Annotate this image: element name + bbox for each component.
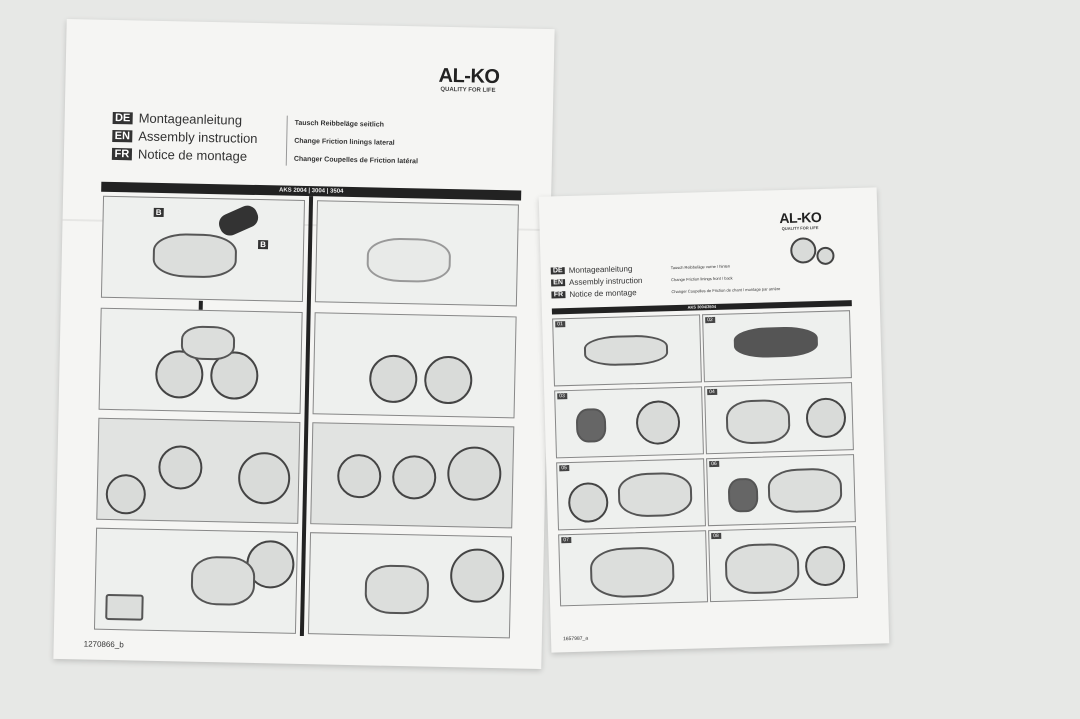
- subtitle-en: Change Friction linings front / back: [670, 275, 733, 283]
- step-number: 08: [711, 532, 721, 540]
- language-row-en: EN Assembly instruction: [551, 276, 643, 288]
- friction-pad-icon: [816, 246, 835, 266]
- handle-illustration: [215, 202, 262, 239]
- small-instruction-sheet: AL-KO QUALITY FOR LIFE DE Montageanleitu…: [538, 187, 890, 653]
- coupling-illustration: [364, 564, 430, 615]
- step-number: 01: [555, 321, 565, 328]
- logo-tagline: QUALITY FOR LIFE: [440, 86, 496, 94]
- detail-callout: [237, 451, 291, 505]
- alko-logo: AL-KO: [779, 208, 822, 227]
- document-number: 1270866_b: [83, 639, 124, 650]
- friction-pad-illustration: [575, 408, 607, 443]
- callout-b: B: [153, 207, 164, 218]
- lang-text: Montageanleitung: [568, 264, 633, 275]
- lang-code: EN: [112, 129, 133, 142]
- language-row-fr: FR Notice de montage: [551, 288, 637, 299]
- step-panel-left-3: [96, 417, 301, 524]
- header-divider: [285, 115, 288, 166]
- lang-code: DE: [550, 267, 565, 275]
- lang-text: Notice de montage: [569, 288, 637, 299]
- coupling-illustration: [583, 334, 669, 367]
- step-panel-03: 03: [554, 386, 704, 459]
- step-panel-05: 05: [556, 458, 706, 531]
- coupling-illustration: [190, 555, 256, 607]
- coupling-illustration: [180, 325, 236, 361]
- step-panel-right-3: [310, 422, 515, 529]
- lang-text: Assembly instruction: [568, 275, 643, 287]
- step-panel-right-2: [312, 312, 517, 419]
- friction-disc-illustration: [368, 354, 418, 404]
- step-number: 03: [557, 393, 567, 400]
- step-panel-02: 02: [702, 310, 852, 383]
- step-panel-left-2: [98, 307, 303, 414]
- step-number: 06: [709, 460, 719, 468]
- friction-disc-illustration: [157, 444, 203, 490]
- trash-callout: [805, 397, 847, 439]
- lang-code: EN: [551, 279, 566, 287]
- step-panel-left-4: [93, 527, 299, 634]
- trash-callout: [804, 545, 846, 587]
- lang-text: Assembly instruction: [138, 128, 258, 146]
- step-panel-08: 08: [708, 526, 859, 603]
- step-number: 05: [559, 465, 569, 472]
- subtitle-fr: Changer Coupelles de Friction de chant /…: [671, 286, 781, 295]
- step-number: 07: [561, 537, 571, 544]
- lang-text: Notice de montage: [137, 146, 248, 164]
- subtitle-de: Tausch Reibbeläge seitlich: [294, 119, 385, 129]
- step-panel-right-4: [307, 532, 513, 639]
- subtitle-en: Change Friction linings lateral: [294, 137, 395, 147]
- coupling-illustration: [767, 467, 843, 514]
- language-row-en: EN Assembly instruction: [112, 128, 258, 146]
- subtitle-fr: Changer Coupelles de Friction latéral: [293, 155, 419, 166]
- step-panel-01: 01: [552, 314, 702, 387]
- step-panel-06: 06: [706, 454, 856, 527]
- friction-disc-illustration: [391, 454, 437, 500]
- subtitle-de: Tausch Reibbeläge vorne / hinten: [670, 263, 731, 271]
- trash-callout: [105, 473, 147, 515]
- step-panel-04: 04: [704, 382, 854, 455]
- callout-b: B: [257, 240, 269, 250]
- document-number: 1657987_a: [562, 635, 589, 643]
- logo-tagline: QUALITY FOR LIFE: [781, 225, 819, 232]
- friction-lining-icon: [789, 237, 817, 264]
- lang-code: FR: [551, 291, 566, 299]
- coupling-illustration: [724, 542, 800, 595]
- coupling-illustration: [635, 399, 681, 446]
- friction-disc-illustration: [336, 453, 382, 499]
- coupling-illustration: [733, 326, 819, 359]
- lang-code: FR: [111, 147, 133, 160]
- coupling-illustration: [617, 471, 693, 518]
- parts-callout: [567, 481, 609, 524]
- step-number: 02: [705, 316, 715, 324]
- coupling-illustration: [152, 232, 238, 279]
- coupling-illustration: [725, 398, 791, 445]
- step-panel-right-1: [314, 200, 519, 307]
- language-row-fr: FR Notice de montage: [111, 146, 248, 164]
- language-row-de: DE Montageanleitung: [550, 264, 633, 275]
- lang-code: DE: [112, 111, 133, 124]
- detail-callout: [449, 548, 505, 604]
- lang-text: Montageanleitung: [138, 110, 243, 128]
- parts-box-illustration: [105, 593, 144, 621]
- friction-disc-illustration: [423, 355, 473, 405]
- step-panel-left-1: B B: [100, 195, 306, 302]
- language-row-de: DE Montageanleitung: [112, 110, 243, 128]
- coupling-illustration: [589, 546, 675, 599]
- step-panel-07: 07: [558, 530, 709, 607]
- large-instruction-sheet: AL-KO QUALITY FOR LIFE DE Montageanleitu…: [53, 18, 555, 670]
- detail-callout: [446, 446, 502, 502]
- step-number: 04: [707, 388, 717, 396]
- alko-logo: AL-KO: [438, 64, 500, 89]
- coupling-illustration: [366, 237, 452, 284]
- friction-pad-illustration: [727, 477, 759, 513]
